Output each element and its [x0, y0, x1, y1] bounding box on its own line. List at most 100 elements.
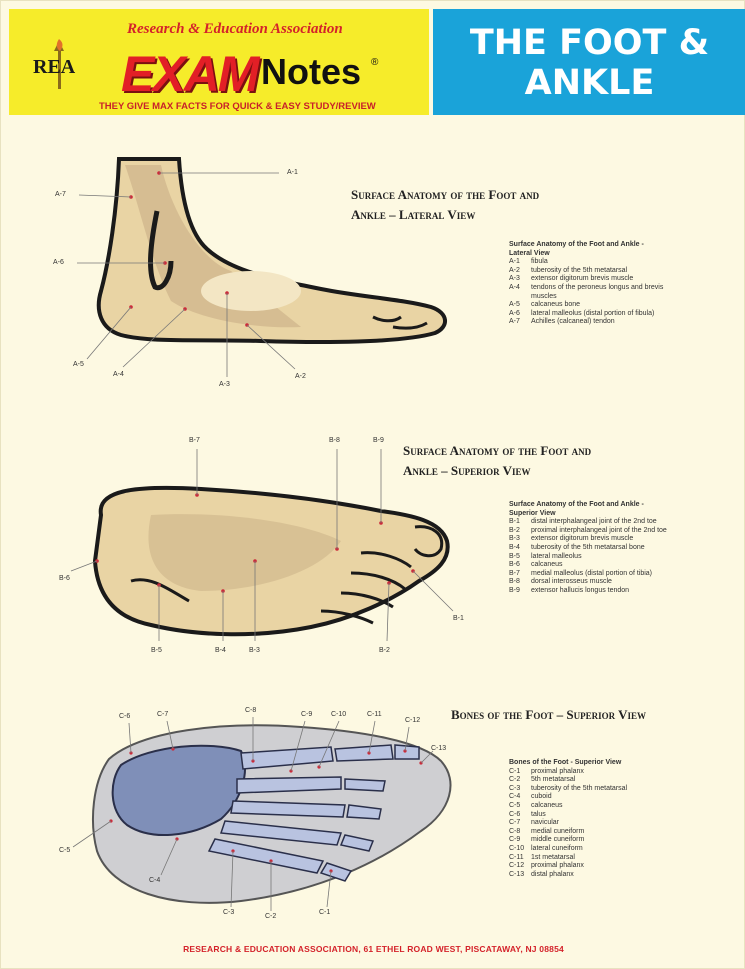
legend-row: B-6calcaneus — [509, 561, 734, 570]
section-a-legend: Surface Anatomy of the Foot and Ankle - … — [509, 241, 734, 327]
legend-code: B-1 — [509, 518, 531, 527]
legend-row: muscles — [509, 293, 734, 302]
legend-b-title: Surface Anatomy of the Foot and Ankle - — [509, 501, 734, 510]
legend-row: A-2tuberosity of the 5th metatarsal — [509, 267, 734, 276]
legend-code: C-9 — [509, 836, 531, 845]
legend-code: B-5 — [509, 553, 531, 562]
legend-description: Achilles (calcaneal) tendon — [531, 318, 734, 327]
legend-c-title: Bones of the Foot - Superior View — [509, 759, 734, 768]
legend-code: B-2 — [509, 527, 531, 536]
foot-superior-illustration — [1, 441, 471, 671]
legend-row: C-3tuberosity of the 5th metatarsal — [509, 785, 734, 794]
legend-description: cuboid — [531, 793, 734, 802]
footer-address: RESEARCH & EDUCATION ASSOCIATION, 61 ETH… — [1, 944, 745, 954]
legend-a-title: Surface Anatomy of the Foot and Ankle - — [509, 241, 734, 250]
label-b4: B-4 — [215, 647, 226, 654]
legend-description: medial malleolus (distal portion of tibi… — [531, 570, 734, 579]
label-c10: C-10 — [331, 711, 346, 718]
legend-code: C-3 — [509, 785, 531, 794]
rea-torch-logo: REA — [31, 37, 93, 95]
foot-bones-illustration — [1, 701, 471, 921]
label-a5: A-5 — [73, 361, 84, 368]
legend-code: C-6 — [509, 811, 531, 820]
legend-description: lateral malleolus (distal portion of fib… — [531, 310, 734, 319]
legend-code: B-9 — [509, 587, 531, 596]
legend-description: muscles — [531, 293, 734, 302]
exam-wordmark: EXAM — [121, 45, 257, 103]
legend-a-subtitle: Lateral View — [509, 250, 734, 259]
legend-row: C-12proximal phalanx — [509, 862, 734, 871]
legend-code: C-5 — [509, 802, 531, 811]
section-c-legend: Bones of the Foot - Superior View C-1pro… — [509, 759, 734, 879]
legend-description: calcaneus bone — [531, 301, 734, 310]
legend-code: A-6 — [509, 310, 531, 319]
label-a3: A-3 — [219, 381, 230, 388]
legend-code: A-4 — [509, 284, 531, 293]
legend-b-subtitle: Superior View — [509, 510, 734, 519]
legend-code: B-6 — [509, 561, 531, 570]
legend-code: A-2 — [509, 267, 531, 276]
legend-description: lateral malleolus — [531, 553, 734, 562]
label-b3: B-3 — [249, 647, 260, 654]
legend-description: extensor digitorum brevis muscle — [531, 535, 734, 544]
section-c-title: Bones of the Foot – Superior View — [451, 705, 646, 725]
label-c13: C-13 — [431, 745, 446, 752]
legend-description: medial cuneiform — [531, 828, 734, 837]
label-a2: A-2 — [295, 373, 306, 380]
legend-code: A-1 — [509, 258, 531, 267]
legend-description: fibula — [531, 258, 734, 267]
page-title-line-2: ANKLE — [433, 63, 745, 103]
label-a1: A-1 — [287, 169, 298, 176]
label-a6: A-6 — [53, 259, 64, 266]
label-c6: C-6 — [119, 713, 130, 720]
section-b-legend: Surface Anatomy of the Foot and Ankle - … — [509, 501, 734, 596]
label-c4: C-4 — [149, 877, 160, 884]
label-c3: C-3 — [223, 909, 234, 916]
label-b1: B-1 — [453, 615, 464, 622]
legend-description: proximal interphalangeal joint of the 2n… — [531, 527, 734, 536]
legend-description: middle cuneiform — [531, 836, 734, 845]
legend-description: proximal phalanx — [531, 862, 734, 871]
association-name: Research & Education Association — [127, 21, 427, 38]
label-c5: C-5 — [59, 847, 70, 854]
label-c1: C-1 — [319, 909, 330, 916]
legend-description: calcaneus — [531, 802, 734, 811]
legend-code: B-4 — [509, 544, 531, 553]
legend-code: C-8 — [509, 828, 531, 837]
label-c9: C-9 — [301, 711, 312, 718]
legend-code: C-12 — [509, 862, 531, 871]
section-a-title-line-1: Surface Anatomy of the Foot and — [351, 185, 539, 205]
legend-description: navicular — [531, 819, 734, 828]
legend-code: C-11 — [509, 854, 531, 863]
legend-description: extensor hallucis longus tendon — [531, 587, 734, 596]
label-b6: B-6 — [59, 575, 70, 582]
section-a-title: Surface Anatomy of the Foot and Ankle – … — [351, 185, 539, 225]
label-b5: B-5 — [151, 647, 162, 654]
legend-description: proximal phalanx — [531, 768, 734, 777]
legend-description: dorsal interosseus muscle — [531, 578, 734, 587]
header-banner: REA Research & Education Association EXA… — [9, 9, 745, 117]
legend-description: distal interphalangeal joint of the 2nd … — [531, 518, 734, 527]
label-b8: B-8 — [329, 437, 340, 444]
label-c12: C-12 — [405, 717, 420, 724]
legend-description: tendons of the peroneus longus and brevi… — [531, 284, 734, 293]
tagline: THEY GIVE MAX FACTS FOR QUICK & EASY STU… — [99, 101, 439, 112]
legend-description: talus — [531, 811, 734, 820]
